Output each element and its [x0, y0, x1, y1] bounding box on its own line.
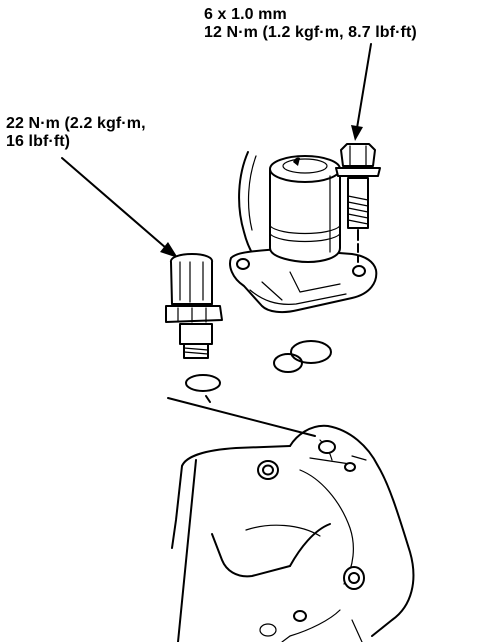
transmission-housing-illustration: [167, 395, 415, 642]
solenoid-valve-illustration: [229, 151, 378, 314]
switch-leader-arrow: [61, 157, 178, 258]
solenoid-o-rings: [273, 340, 332, 373]
switch-torque-text-line2: 16 lbf·ft): [6, 133, 71, 150]
bolt-leader-arrow: [351, 43, 372, 141]
bolt-torque-callout: 6 x 1.0 mm 12 N·m (1.2 kgf·m, 8.7 lbf·ft…: [204, 6, 417, 42]
mounting-bolt-illustration: [335, 143, 381, 263]
switch-o-ring: [185, 374, 221, 392]
switch-torque-text-line1: 22 N·m (2.2 kgf·m,: [6, 115, 146, 132]
pressure-switch-illustration: [165, 253, 223, 359]
switch-torque-callout: 22 N·m (2.2 kgf·m, 16 lbf·ft): [6, 115, 146, 151]
bolt-size-text: 6 x 1.0 mm: [204, 6, 287, 23]
bolt-torque-text: 12 N·m (1.2 kgf·m, 8.7 lbf·ft): [204, 24, 417, 41]
